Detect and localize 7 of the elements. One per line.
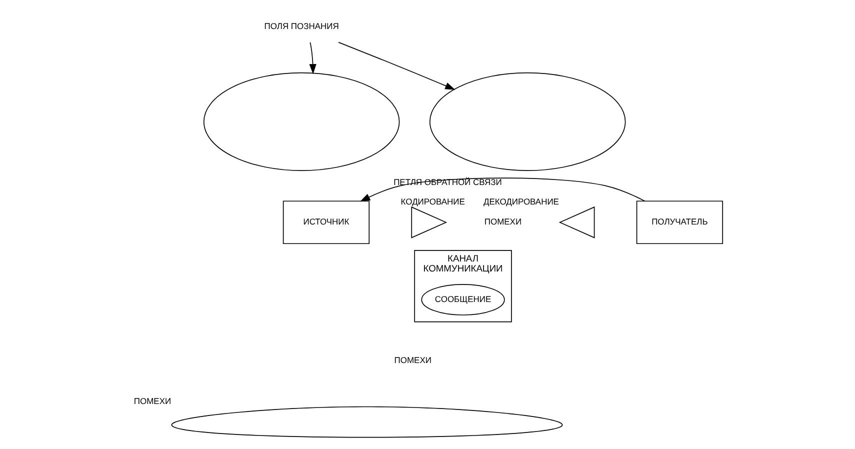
node-label: ДЕКОДИРОВАНИЕ bbox=[482, 196, 558, 207]
node-label: КОДИРОВАНИЕ bbox=[400, 196, 464, 207]
label: ПОМЕХИ bbox=[394, 354, 431, 365]
label: ПОМЕХИ bbox=[484, 216, 522, 226]
node-text: ПОЛЯ ПОЗНАНИЯ bbox=[264, 21, 338, 32]
edge-label: ПЕТЛЯ ОБРАТНОЙ СВЯЗИ bbox=[393, 176, 502, 187]
node-label: ПОМЕХИ bbox=[133, 396, 171, 406]
